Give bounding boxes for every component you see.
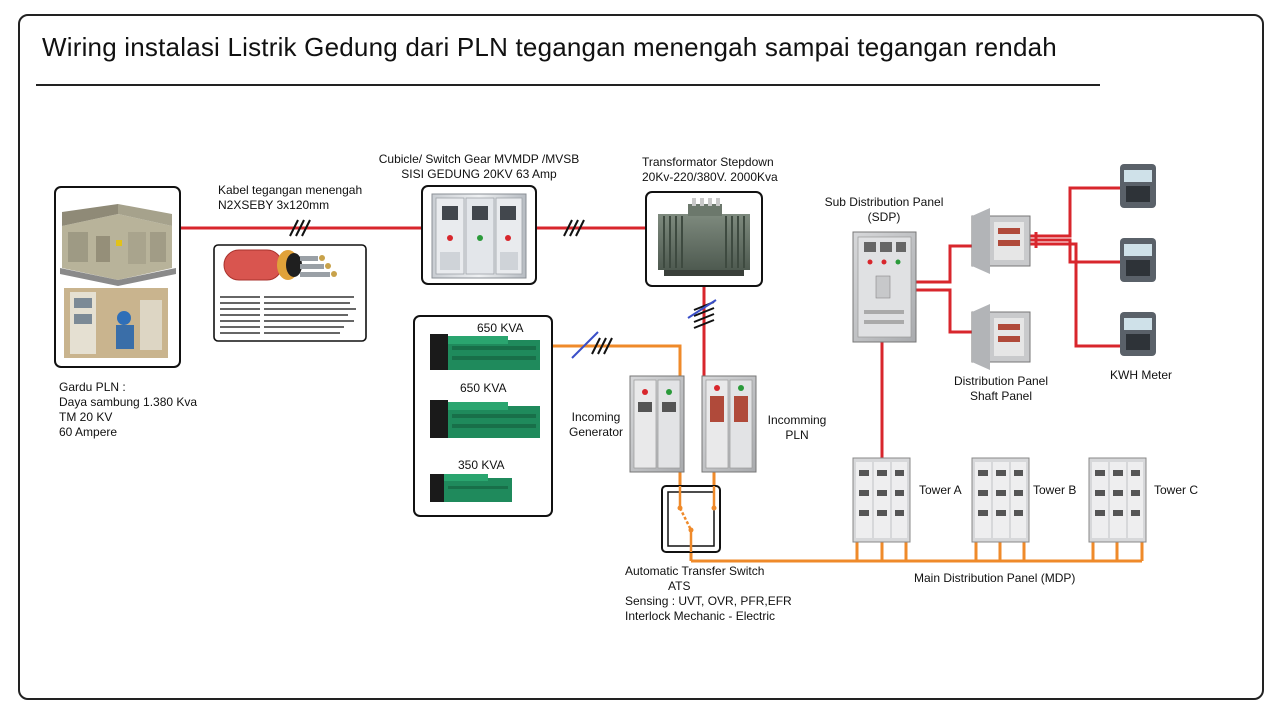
distribution-panel-top — [971, 208, 1031, 274]
gardu-pln-label: Gardu PLN : Daya sambung 1.380 Kva TM 20… — [59, 380, 197, 440]
genset-breaker-mark — [571, 299, 717, 359]
cable-image-box — [213, 244, 367, 342]
gardu-pln-box — [54, 186, 181, 368]
tower-a-label: Tower A — [919, 483, 962, 497]
transformer-line-2: 20Kv-220/380V. 2000Kva — [642, 170, 778, 184]
title-underline — [36, 84, 1100, 86]
cubicle-box — [421, 185, 537, 285]
wire-dp-kwh-1 — [1030, 186, 1120, 238]
incoming-generator-panel — [629, 375, 685, 473]
genset-3-image — [430, 474, 512, 502]
transformer-box — [645, 191, 763, 287]
cable-label: Kabel tegangan menengah N2XSEBY 3x120mm — [218, 183, 362, 213]
incoming-generator-label: Incoming Generator — [563, 410, 629, 440]
gardu-line-4: 60 Ampere — [59, 425, 118, 439]
distribution-panel-bottom — [971, 304, 1031, 370]
tower-b-label: Tower B — [1033, 483, 1077, 497]
transformer-line-1: Transformator Stepdown — [642, 155, 774, 169]
ats-label: Automatic Transfer Switch ATS Sensing : … — [625, 564, 792, 624]
ats-switch — [661, 485, 721, 553]
tower-c-panel — [1088, 457, 1147, 543]
transformer-label: Transformator Stepdown 20Kv-220/380V. 20… — [642, 155, 778, 185]
kwh-meter-2 — [1120, 238, 1156, 282]
substation-building-image — [60, 204, 176, 286]
lv-wires — [548, 344, 1144, 563]
sdp-line-1: Sub Distribution Panel — [824, 195, 944, 209]
genset-box — [413, 315, 553, 517]
incoming-generator-line-1: Incoming — [571, 410, 621, 424]
genset-1-image — [430, 334, 540, 370]
cable-line-2: N2XSEBY 3x120mm — [218, 198, 330, 212]
wire-dp-kwh-2 — [1030, 238, 1120, 264]
gardu-line-2: Daya sambung 1.380 Kva — [59, 395, 198, 409]
sdp-panel — [852, 231, 917, 343]
diagram-frame — [18, 14, 1264, 700]
substation-interior-image — [64, 288, 168, 358]
hash-cubicle-trafo — [563, 219, 585, 237]
cubicle-label: Cubicle/ Switch Gear MVMDP /MVSB SISI GE… — [370, 152, 588, 182]
wire-sdp-dp-bottom — [916, 288, 972, 334]
wire-dp-kwh-3 — [1030, 242, 1120, 348]
ats-line-4: Interlock Mechanic - Electric — [625, 609, 776, 623]
distribution-panel-line-1: Distribution Panel — [953, 374, 1049, 388]
cable-hash-marks — [289, 219, 715, 355]
page-title: Wiring instalasi Listrik Gedung dari PLN… — [42, 32, 1057, 62]
cubicle-line-1: Cubicle/ Switch Gear MVMDP /MVSB — [378, 152, 580, 166]
tower-c-label: Tower C — [1154, 483, 1199, 497]
ats-line-3: Sensing : UVT, OVR, PFR,EFR — [625, 594, 792, 608]
kwh-meter-1 — [1120, 164, 1156, 208]
genset-2-label: 650 KVA — [460, 381, 507, 395]
tower-a-panel — [852, 457, 911, 543]
hash-genset — [591, 337, 613, 355]
gardu-line-3: TM 20 KV — [59, 410, 113, 424]
tower-b-panel — [971, 457, 1030, 543]
incoming-pln-line-2: PLN — [785, 428, 809, 442]
wire-genset-incoming — [548, 344, 682, 376]
cubicle-line-2: SISI GEDUNG 20KV 63 Amp — [401, 167, 557, 181]
kwh-meter-3 — [1120, 312, 1156, 356]
mdp-label: Main Distribution Panel (MDP) — [914, 571, 1076, 585]
wire-sdp-dp-top — [916, 244, 972, 284]
sdp-label: Sub Distribution Panel (SDP) — [816, 195, 952, 225]
genset-2-image — [430, 400, 540, 438]
hash-gardu-cable — [289, 219, 311, 237]
incoming-generator-line-2: Generator — [568, 425, 624, 439]
ats-line-2: ATS — [668, 579, 691, 593]
incoming-pln-label: Incomming PLN — [762, 413, 832, 443]
incoming-pln-panel — [701, 375, 757, 473]
kwh-meter-label: KWH Meter — [1110, 368, 1173, 382]
distribution-panel-line-2: Shaft Panel — [969, 389, 1033, 403]
distribution-panel-label: Distribution Panel Shaft Panel — [944, 374, 1058, 404]
cable-line-1: Kabel tegangan menengah — [218, 183, 363, 197]
gardu-line-1: Gardu PLN : — [59, 380, 126, 394]
genset-3-label: 350 KVA — [458, 458, 505, 472]
sdp-line-2: (SDP) — [867, 210, 901, 224]
incoming-pln-line-1: Incomming — [767, 413, 827, 427]
genset-1-label: 650 KVA — [477, 321, 524, 335]
ats-line-1: Automatic Transfer Switch — [625, 564, 765, 578]
